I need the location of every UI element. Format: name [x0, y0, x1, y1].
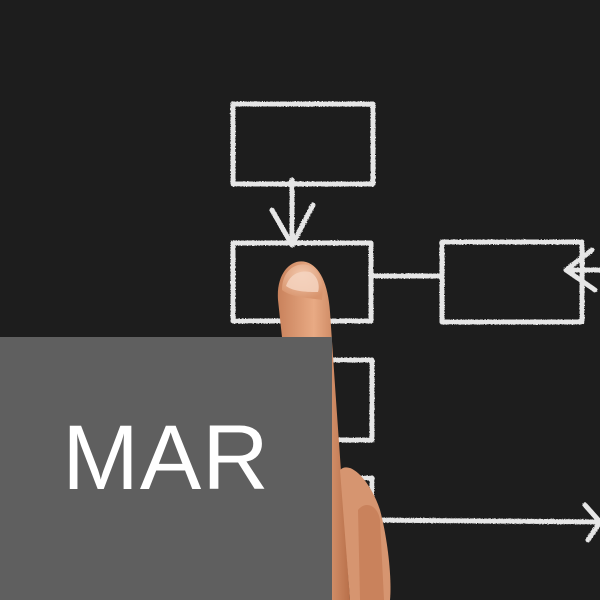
label-panel-background: [0, 337, 332, 600]
flowchart-arrowhead-left: [563, 247, 598, 293]
flowchart-box-top: [230, 101, 376, 187]
month-label: MAR: [62, 407, 270, 509]
flowchart-arrowhead-bottom: [582, 502, 600, 543]
flowchart-arrow-bottom: [369, 517, 600, 525]
